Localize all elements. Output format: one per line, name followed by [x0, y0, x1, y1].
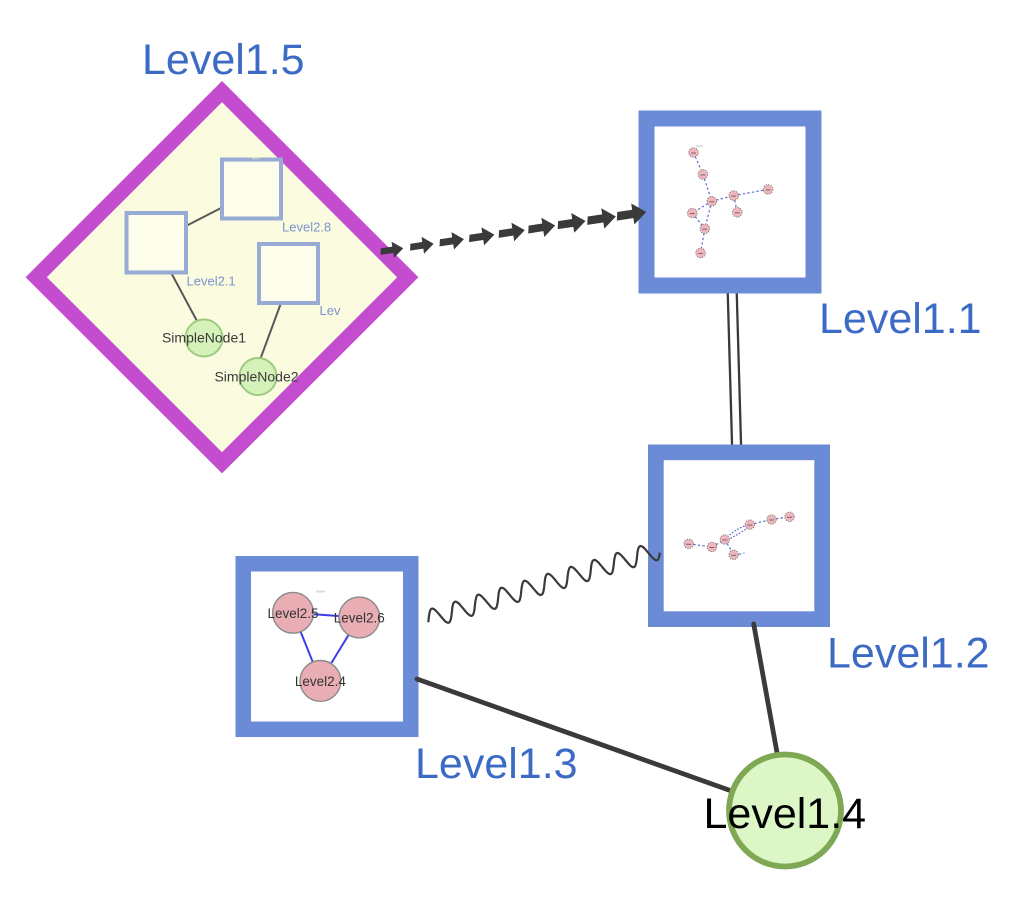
- svg-text:Level1.4: Level1.4: [704, 790, 867, 838]
- svg-text:Level2.8: Level2.8: [282, 220, 331, 235]
- svg-text:Level2.6: Level2.6: [334, 611, 385, 626]
- svg-text:Level1.3: Level1.3: [415, 740, 578, 788]
- svg-text:Level1.2: Level1.2: [827, 630, 990, 678]
- svg-text:Lev: Lev: [320, 303, 341, 318]
- svg-text:Level1.1: Level1.1: [819, 295, 982, 343]
- svg-text:SimpleNode2: SimpleNode2: [214, 369, 298, 385]
- svg-text:Level2.4: Level2.4: [295, 674, 347, 689]
- svg-text:Level1.5: Level1.5: [142, 36, 305, 84]
- svg-text:Level2.5: Level2.5: [267, 606, 318, 621]
- svg-text:SimpleNode1: SimpleNode1: [162, 330, 246, 346]
- svg-text:Level2.1: Level2.1: [187, 274, 236, 289]
